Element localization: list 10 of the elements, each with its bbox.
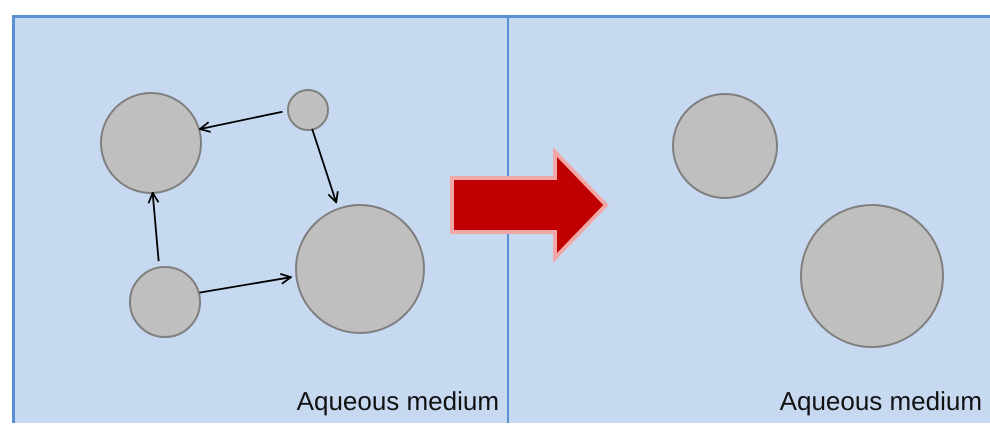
arrow xyxy=(311,128,339,204)
medium-label: Aqueous medium xyxy=(296,386,499,417)
medium-panel xyxy=(12,15,508,423)
arrow xyxy=(148,192,160,262)
droplet-circle xyxy=(287,89,329,131)
medium-panel xyxy=(508,15,990,423)
arrow xyxy=(199,273,292,294)
arrow xyxy=(198,110,283,133)
block-arrow xyxy=(450,147,609,263)
medium-label: Aqueous medium xyxy=(780,386,982,417)
